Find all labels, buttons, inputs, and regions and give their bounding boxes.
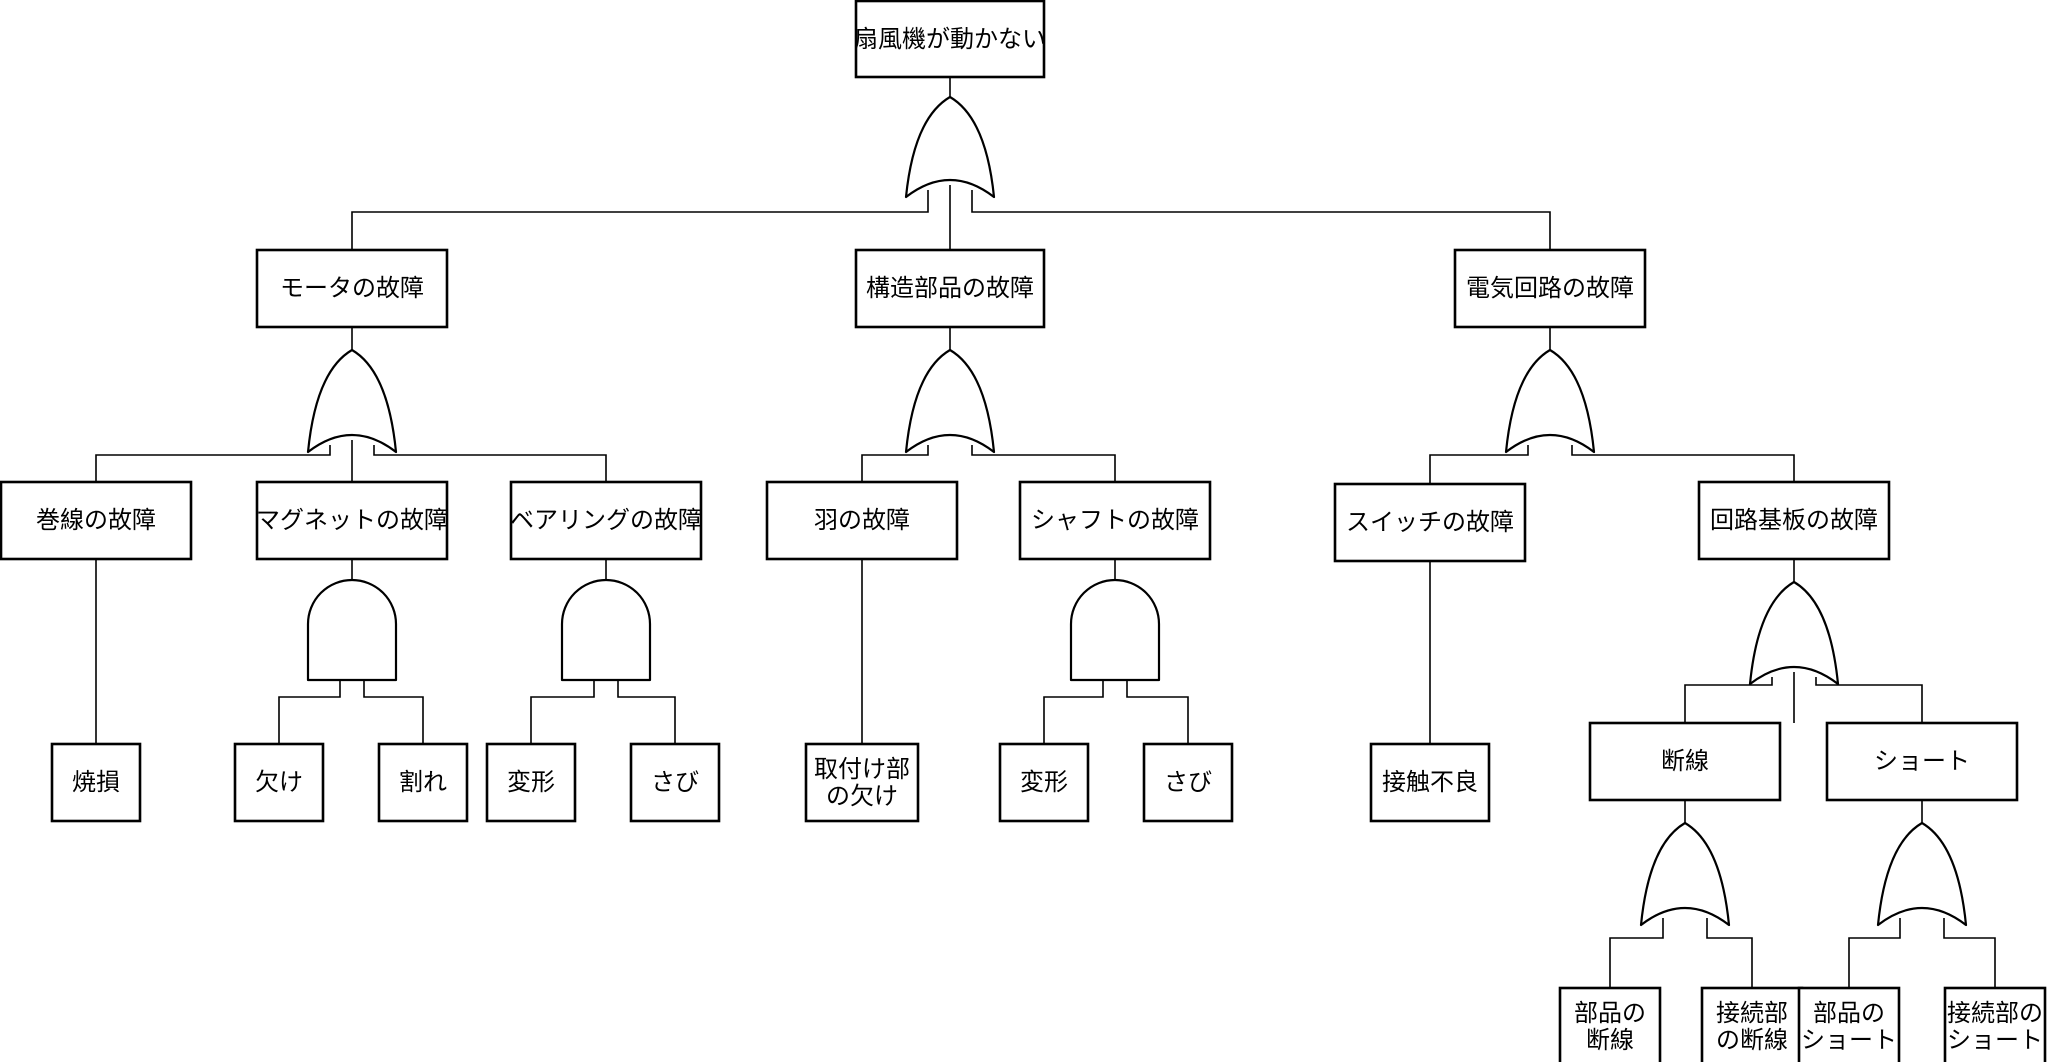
event-motor-failure: モータの故障 — [255, 248, 449, 329]
event-blade-failure: 羽の故障 — [765, 480, 959, 561]
event-circuit-board-failure: 回路基板の故障 — [1697, 480, 1891, 561]
event-label: ショート — [1947, 1026, 2043, 1054]
and-gate-magnet — [306, 578, 398, 682]
event-label: 接続部の — [1947, 999, 2043, 1027]
event-mount-chip: 取付け部 の欠け — [804, 742, 920, 823]
event-label: の欠け — [826, 782, 898, 810]
or-gate-top — [904, 95, 996, 199]
event-shaft-deform: 変形 — [998, 742, 1090, 823]
event-joint-short: 接続部の ショート — [1943, 986, 2047, 1062]
and-gate-bearing — [560, 578, 652, 682]
or-gate-disconnect — [1639, 821, 1731, 927]
event-label: さび — [651, 768, 699, 796]
event-label: ベアリングの故障 — [510, 506, 702, 534]
gates — [306, 95, 1968, 927]
or-gate-short — [1876, 821, 1968, 927]
event-part-short: 部品の ショート — [1797, 986, 1901, 1062]
event-label: シャフトの故障 — [1031, 506, 1199, 534]
event-short: ショート — [1825, 721, 2019, 802]
event-label: 回路基板の故障 — [1710, 506, 1878, 534]
event-label: 部品の — [1574, 999, 1646, 1027]
event-winding-failure: 巻線の故障 — [0, 480, 193, 561]
event-bearing-rust: さび — [629, 742, 721, 823]
event-part-disconnect: 部品の 断線 — [1558, 986, 1662, 1062]
event-label: 焼損 — [72, 768, 120, 796]
event-magnet-failure: マグネットの故障 — [255, 480, 449, 561]
event-label: 変形 — [1020, 768, 1068, 796]
event-structure-failure: 構造部品の故障 — [854, 248, 1046, 329]
event-label: 割れ — [399, 768, 447, 796]
and-gate-shaft — [1069, 578, 1161, 682]
event-switch-failure: スイッチの故障 — [1333, 482, 1527, 563]
event-label: ショート — [1874, 747, 1970, 775]
event-shaft-failure: シャフトの故障 — [1018, 480, 1212, 561]
event-burnout: 焼損 — [50, 742, 142, 823]
event-joint-disconnect: 接続部 の断線 — [1700, 986, 1804, 1062]
event-disconnect: 断線 — [1588, 721, 1782, 802]
event-label: スイッチの故障 — [1346, 508, 1514, 536]
or-gate-electric — [1504, 348, 1596, 454]
event-label: 接続部 — [1716, 999, 1788, 1027]
event-label: 変形 — [507, 768, 555, 796]
event-label: 羽の故障 — [814, 506, 910, 534]
event-label: の断線 — [1716, 1026, 1788, 1054]
or-gate-circuit-board — [1748, 580, 1840, 686]
event-label: ショート — [1801, 1026, 1897, 1054]
event-label: モータの故障 — [280, 274, 424, 302]
or-gate-structure — [904, 348, 996, 454]
event-label: 欠け — [255, 768, 303, 796]
event-label: 断線 — [1586, 1026, 1634, 1054]
event-bearing-failure: ベアリングの故障 — [509, 480, 703, 561]
event-chip: 欠け — [233, 742, 325, 823]
event-label: 巻線の故障 — [36, 506, 156, 534]
event-label: 構造部品の故障 — [866, 274, 1034, 302]
event-label: さび — [1164, 768, 1212, 796]
event-label: 接触不良 — [1382, 768, 1478, 796]
event-bearing-deform: 変形 — [485, 742, 577, 823]
event-label: 断線 — [1661, 747, 1709, 775]
event-label: 電気回路の故障 — [1466, 274, 1634, 302]
or-gate-motor — [306, 348, 398, 454]
event-crack: 割れ — [377, 742, 469, 823]
event-electric-failure: 電気回路の故障 — [1453, 248, 1647, 329]
event-label: 部品の — [1813, 999, 1885, 1027]
event-contact-failure: 接触不良 — [1369, 742, 1491, 823]
event-label: 取付け部 — [814, 755, 910, 783]
event-shaft-rust: さび — [1142, 742, 1234, 823]
connector-lines — [95, 77, 1996, 988]
event-label: マグネットの故障 — [256, 506, 448, 534]
event-top: 扇風機が動かない — [854, 0, 1046, 79]
event-label: 扇風機が動かない — [854, 25, 1046, 53]
